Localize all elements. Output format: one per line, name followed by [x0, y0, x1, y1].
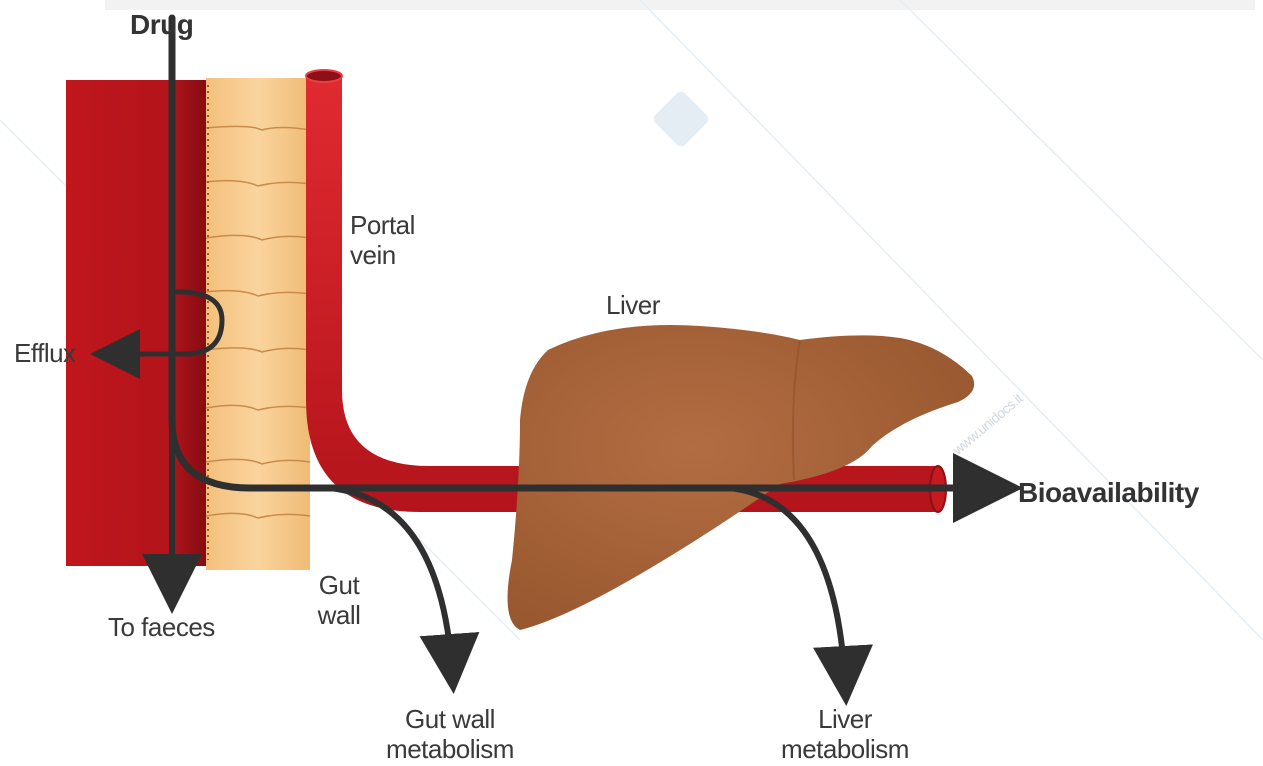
- gut-wall-metabolism-label-line2: metabolism: [365, 734, 535, 764]
- liver-label: Liver: [606, 290, 660, 320]
- gut-lumen: [66, 80, 214, 566]
- liver-metabolism-label-line1: Liver: [780, 704, 910, 734]
- background-slab: [105, 0, 1255, 10]
- liver-metabolism-label-line2: metabolism: [760, 734, 930, 764]
- portal-vein-label-line2: vein: [350, 240, 396, 270]
- bioavailability-label: Bioavailability: [1018, 478, 1199, 508]
- gut-wall-metabolism-label-line1: Gut wall: [380, 704, 520, 734]
- efflux-label: Efflux: [14, 338, 76, 368]
- gut-wall-label-line2: wall: [308, 600, 370, 630]
- gut-wall-label-line1: Gut: [312, 570, 366, 600]
- liver-metabolism-path: [730, 488, 845, 682]
- to-faeces-label: To faeces: [108, 612, 215, 642]
- portal-vein-opening: [306, 70, 342, 82]
- portal-vein-label-line1: Portal: [350, 210, 415, 240]
- drug-label: Drug: [130, 10, 193, 40]
